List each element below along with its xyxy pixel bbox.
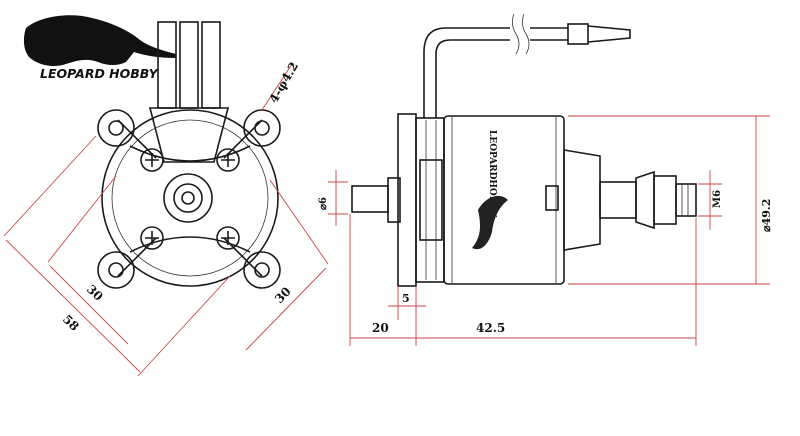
mount-hole-label: 4-φ4.2 (266, 59, 301, 105)
leopard-logo: LEOPARD HOBBY (23, 15, 177, 81)
body-logo-icon (472, 195, 508, 250)
leopard-head-icon (23, 15, 177, 67)
mount-span-left-label: 30 (84, 282, 106, 304)
body-length-label: 42.5 (476, 321, 505, 335)
shaft-dia-label: ⌀6 (318, 197, 329, 210)
mount-outer-label: 58 (60, 312, 82, 334)
flange-thickness-label: 5 (402, 292, 410, 305)
body-brand-label: LEOPARDHOBBY (487, 130, 497, 218)
brand-name: LEOPARD HOBBY (40, 66, 160, 81)
shaft-length-label: 20 (372, 321, 389, 335)
prop-thread-label: M6 (712, 190, 723, 208)
mount-span-right-label: 30 (272, 284, 294, 306)
body-dia-label: ⌀49.2 (760, 199, 773, 232)
side-view: LEOPARDHOBBY ⌀6 M6 ⌀49.2 5 20 42.5 (318, 13, 773, 346)
front-view: 4-φ4.2 58 30 30 (3, 21, 329, 377)
